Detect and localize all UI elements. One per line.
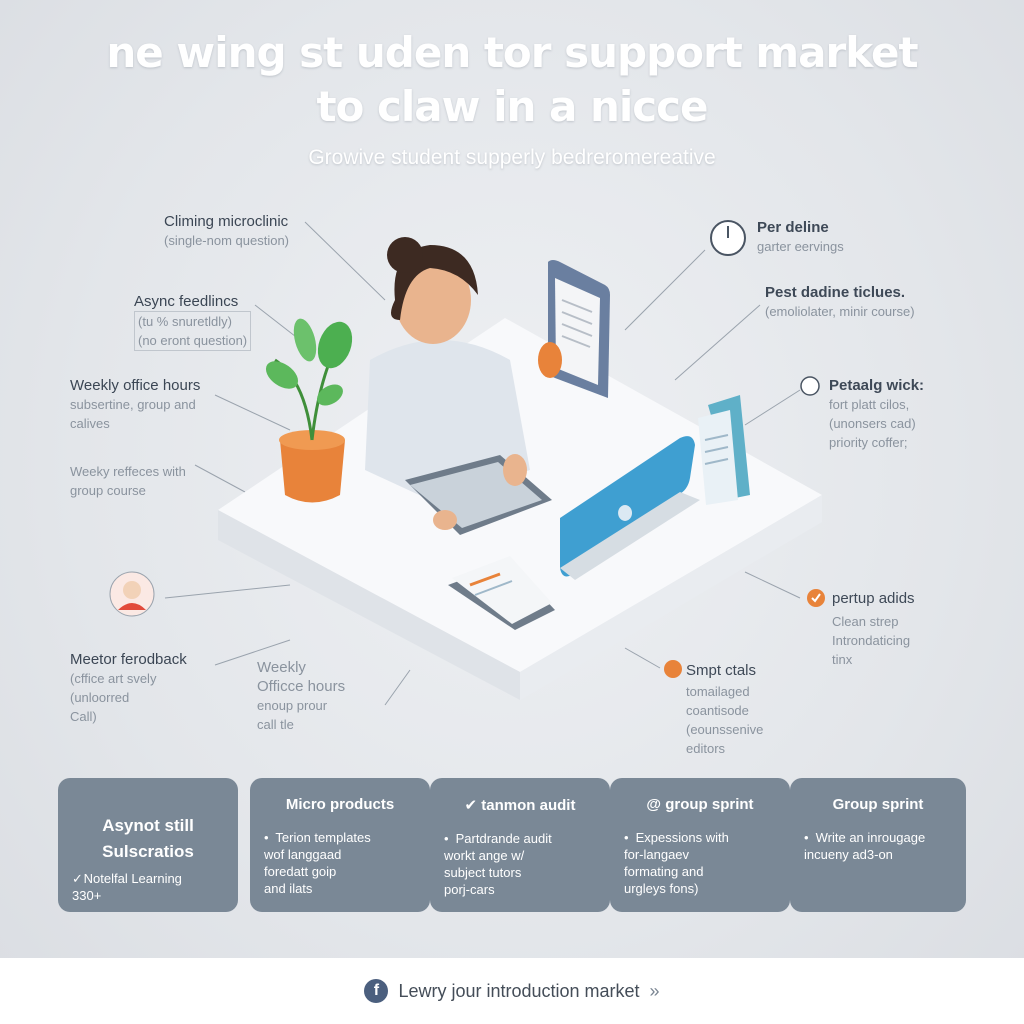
card-tanmon-audit[interactable]: ✔ tanmon audit • Partdrande audit workt … [430, 778, 610, 912]
card-async-subscriptions[interactable]: Asynot still Sulscratios ✓ Notelfal Lear… [58, 778, 238, 912]
phone-illustration [698, 395, 750, 505]
label-petaalg-wick: Petaalg wick: fort platt cilos, (unonser… [829, 377, 925, 450]
label-pertup-adids: pertup adids Clean strep Introndaticing … [832, 590, 915, 667]
page-subtitle: Growive student supperly bedreromereativ… [308, 146, 716, 169]
label-mentor-feedback: Meetor ferodback (cffice art svely (unlo… [70, 651, 187, 724]
check-icon [807, 589, 825, 607]
plant-illustration [265, 318, 353, 503]
notebook-illustration [448, 556, 555, 630]
label-smpt-ctals: Smpt ctals tomailaged coantisode (eounss… [686, 662, 764, 756]
at-icon: @ [646, 796, 662, 813]
label-per-deline: Per deline garter eervings [757, 219, 844, 254]
sparkle-icon [664, 660, 682, 678]
card-micro-products[interactable]: Micro products • Terion templates wof la… [250, 778, 430, 912]
arrow-icon [800, 376, 820, 396]
connector-lines [164, 221, 801, 706]
card-group-sprint-b[interactable]: Group sprint • Write an inrougage incuen… [790, 778, 966, 912]
label-pest-dadine: Pest dadine ticlues. (emoliolater, minir… [765, 284, 915, 319]
page-title-line2: to claw in a nicce [316, 82, 708, 131]
label-weekly-office-hours: Weekly Officce hours enoup prour call tl… [257, 659, 346, 732]
label-weekly-reflections: Weeky reffeces with group course [70, 464, 186, 498]
facebook-icon[interactable]: f [364, 979, 389, 1003]
page-title-line1: ne wing st uden tor support market [106, 28, 918, 77]
workspace-illustration [109, 220, 825, 706]
avatar-icon [109, 571, 155, 617]
laptop-illustration [560, 436, 700, 580]
footer-link[interactable]: Lewry jour introduction market [398, 980, 640, 1001]
clock-icon [710, 220, 746, 256]
label-office-hours: Weekly office hours subsertine, group an… [70, 377, 201, 431]
chevron-right-icon[interactable]: » [649, 980, 660, 1001]
footer-bar: f Lewry jour introduction market » [0, 958, 1024, 1024]
tablet-illustration [538, 260, 610, 398]
label-microclinic: Climing microclinic (single-nom question… [164, 213, 290, 248]
label-async-feedback: Async feedlincs (tu % snuretldly) (no er… [134, 292, 252, 351]
check-circle-icon: ✔ [464, 797, 478, 814]
offer-cards: Asynot still Sulscratios ✓ Notelfal Lear… [58, 778, 966, 912]
card-group-sprint-a[interactable]: @ group sprint • Expessions with for-lan… [610, 778, 790, 912]
student-illustration [365, 237, 552, 535]
